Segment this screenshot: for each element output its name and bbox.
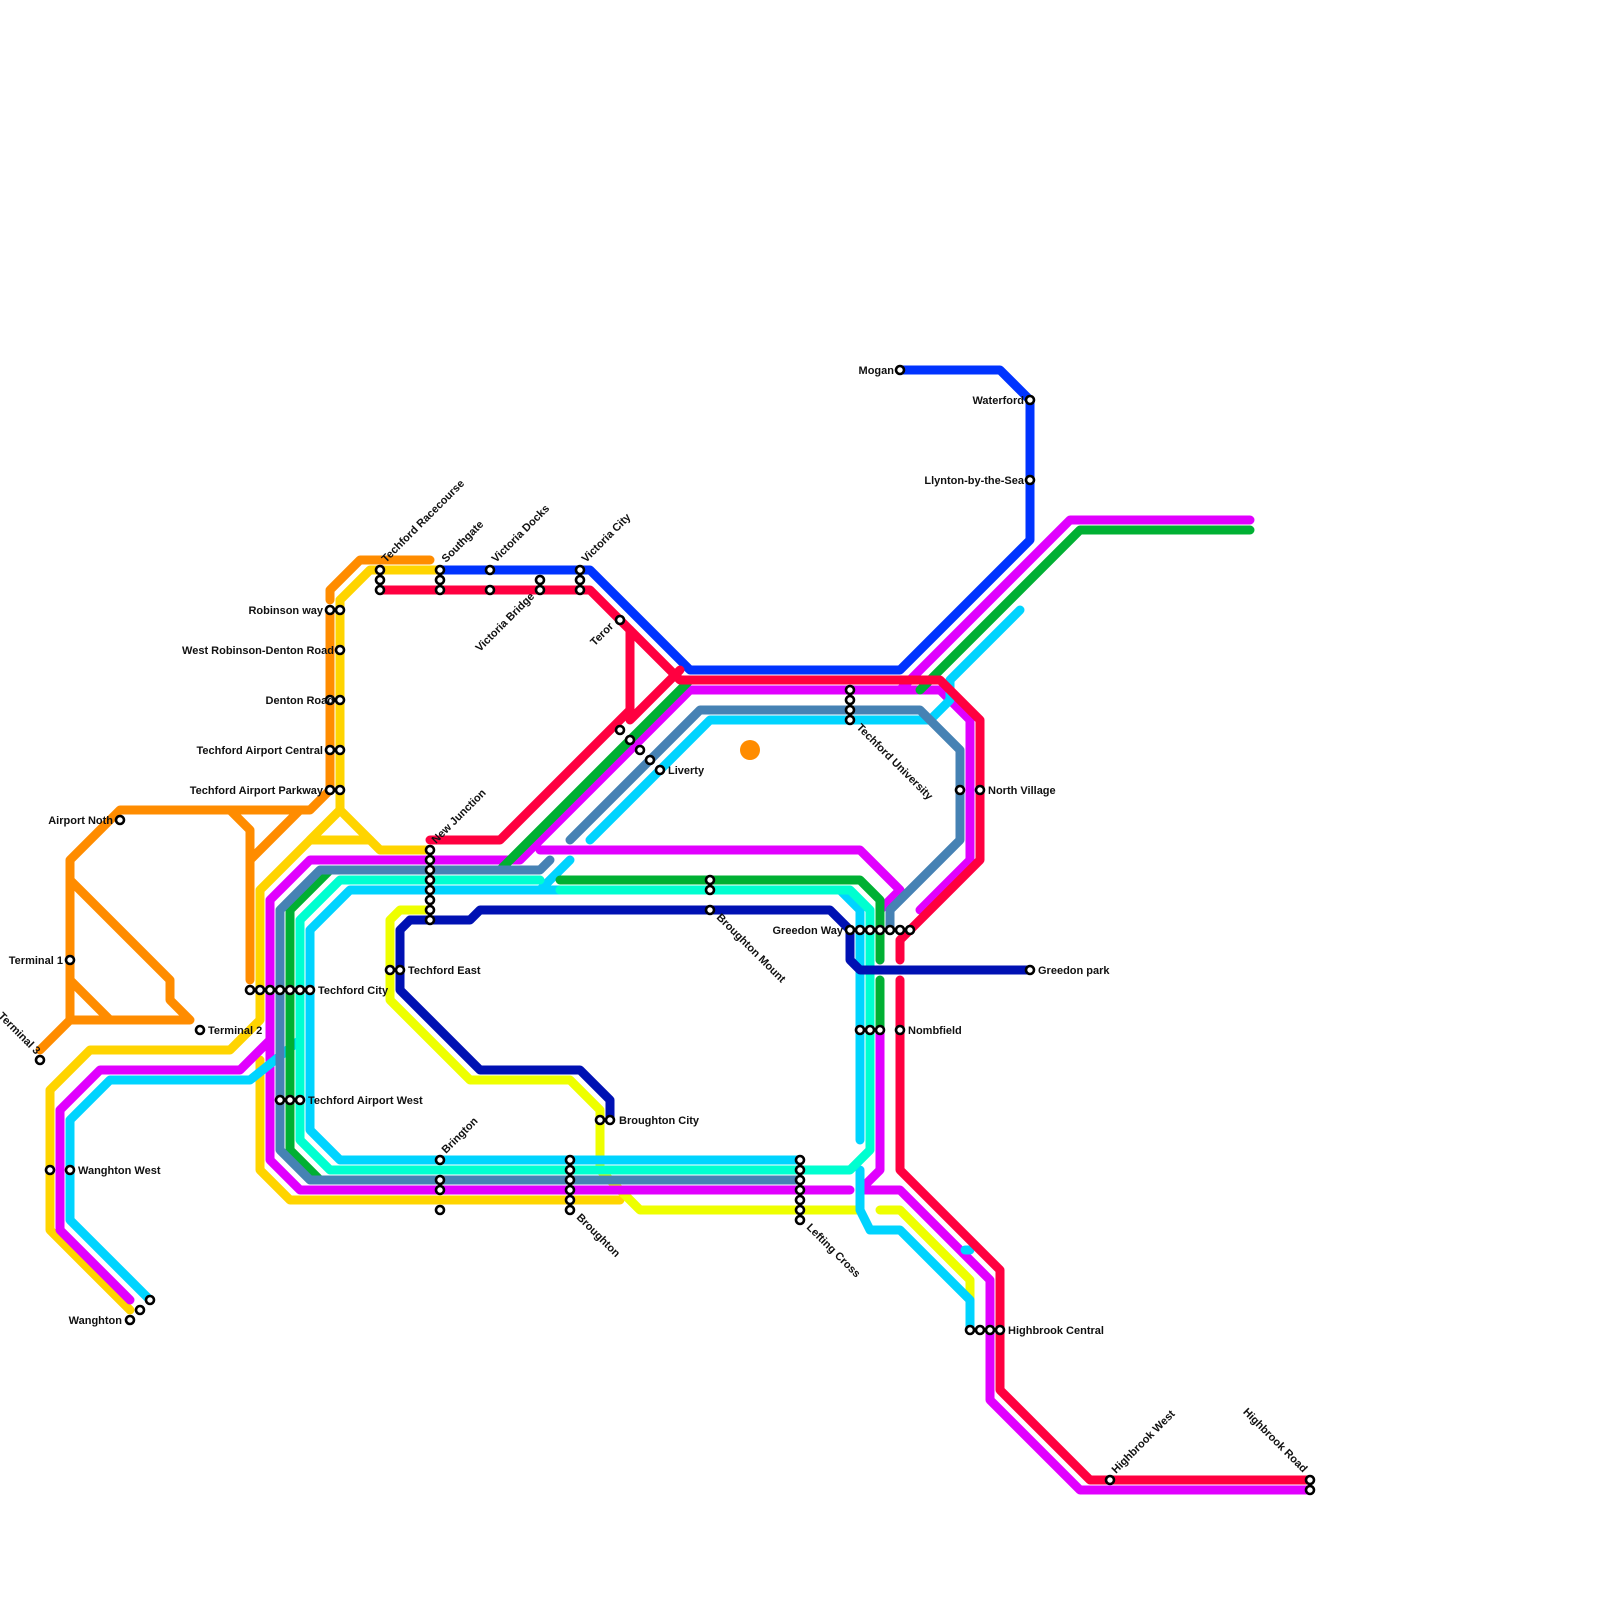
station-label-broughton[interactable]: Broughton: [574, 1212, 622, 1260]
station-label-terminal-3[interactable]: Terminal 3: [0, 1010, 42, 1057]
station-label-broughton-city[interactable]: Broughton City: [619, 1115, 700, 1127]
station-label-techford-city[interactable]: Techford City: [318, 985, 389, 997]
station-label-wanghton[interactable]: Wanghton: [69, 1315, 123, 1327]
station-label-victoria-docks[interactable]: Victoria Docks: [490, 503, 552, 565]
station-label-denton-road[interactable]: Denton Road: [266, 695, 334, 707]
station-label-highbrook-road[interactable]: Highbrook Road: [1240, 1406, 1309, 1475]
station-label-wanghton-west[interactable]: Wanghton West: [78, 1165, 161, 1177]
station-label-mogan[interactable]: Mogan: [859, 365, 895, 377]
station-label-highbrook-west[interactable]: Highbrook West: [1110, 1408, 1178, 1476]
station-markers[interactable]: [36, 366, 1314, 1494]
station-label-west-robinson-denton[interactable]: West Robinson-Denton Road: [182, 645, 334, 657]
station-label-greedon-park[interactable]: Greedon park: [1038, 965, 1110, 977]
orange-line[interactable]: [40, 560, 430, 1050]
station-label-lefting-cross[interactable]: Lefting Cross: [804, 1222, 863, 1281]
route-lines: [40, 370, 1310, 1490]
station-label-victoria-city[interactable]: Victoria City: [580, 511, 634, 565]
station-label-north-village[interactable]: North Village: [988, 785, 1056, 797]
station-label-llynton[interactable]: Llynton-by-the-Sea: [924, 475, 1024, 487]
station-label-terminal-1[interactable]: Terminal 1: [9, 955, 63, 967]
station-label-greedon-way[interactable]: Greedon Way: [773, 925, 844, 937]
station-label-techford-airport-west[interactable]: Techford Airport West: [308, 1095, 423, 1107]
station-label-terminal-2[interactable]: Terminal 2: [208, 1025, 262, 1037]
station-label-highbrook-central[interactable]: Highbrook Central: [1008, 1325, 1104, 1337]
navy-line[interactable]: [400, 910, 1030, 1120]
station-label-techford-airport-parkway[interactable]: Techford Airport Parkway: [190, 785, 324, 797]
station-label-nombfield[interactable]: Nombfield: [908, 1025, 962, 1037]
green-line[interactable]: [290, 530, 1250, 1180]
station-label-liverty[interactable]: Liverty: [668, 765, 705, 777]
station-label-teror[interactable]: Teror: [588, 620, 616, 648]
station-label-brington[interactable]: Brington: [440, 1115, 481, 1156]
station-label-techford-airport-central[interactable]: Techford Airport Central: [196, 745, 323, 757]
station-label-airport-noth[interactable]: Airport Noth: [48, 815, 113, 827]
station-label-techford-university[interactable]: Techford University: [854, 722, 936, 804]
station-label-southgate[interactable]: Southgate: [440, 519, 487, 566]
station-label-robinson-way[interactable]: Robinson way: [248, 605, 323, 617]
station-label-waterford[interactable]: Waterford: [972, 395, 1024, 407]
station-label-techford-east[interactable]: Techford East: [408, 965, 481, 977]
station-label-victoria-bridge[interactable]: Victoria Bridge: [473, 591, 537, 655]
station-label-broughton-mount[interactable]: Broughton Mount: [714, 912, 788, 986]
orange-station-marker: [740, 740, 760, 760]
